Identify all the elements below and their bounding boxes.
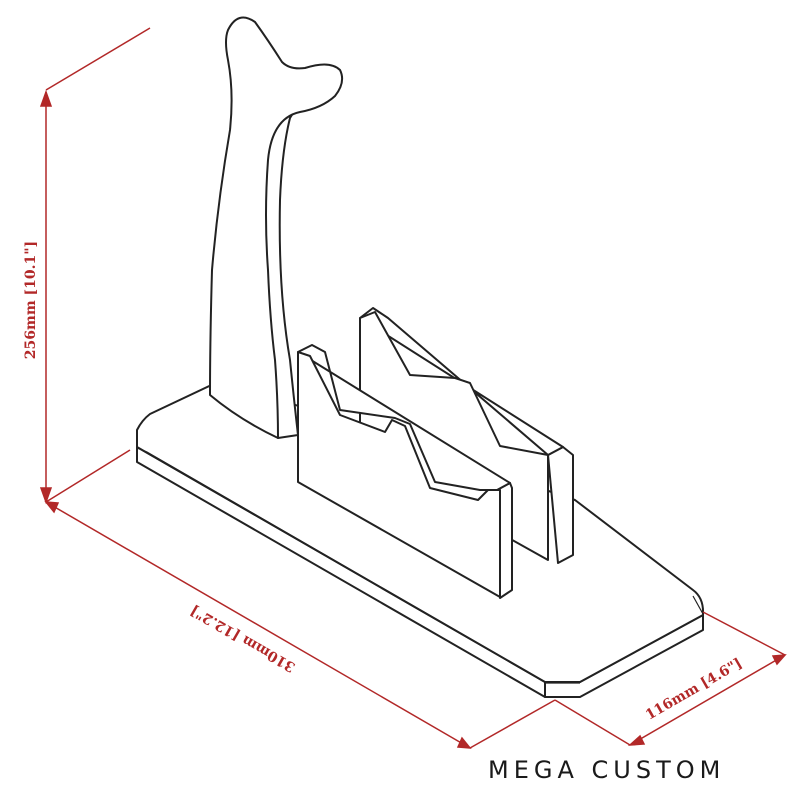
base-plate-edges xyxy=(136,447,704,684)
length-dimension xyxy=(44,501,556,749)
brand-name: MEGA CUSTOM xyxy=(488,756,726,784)
height-dimension xyxy=(39,27,151,505)
width-dimension xyxy=(554,611,787,746)
height-dimension-label: 256mm [10.1"] xyxy=(23,241,39,359)
neck-support xyxy=(209,16,344,439)
front-cradle xyxy=(297,344,513,599)
width-dimension-label: 116mm [4.6"] xyxy=(643,655,745,723)
